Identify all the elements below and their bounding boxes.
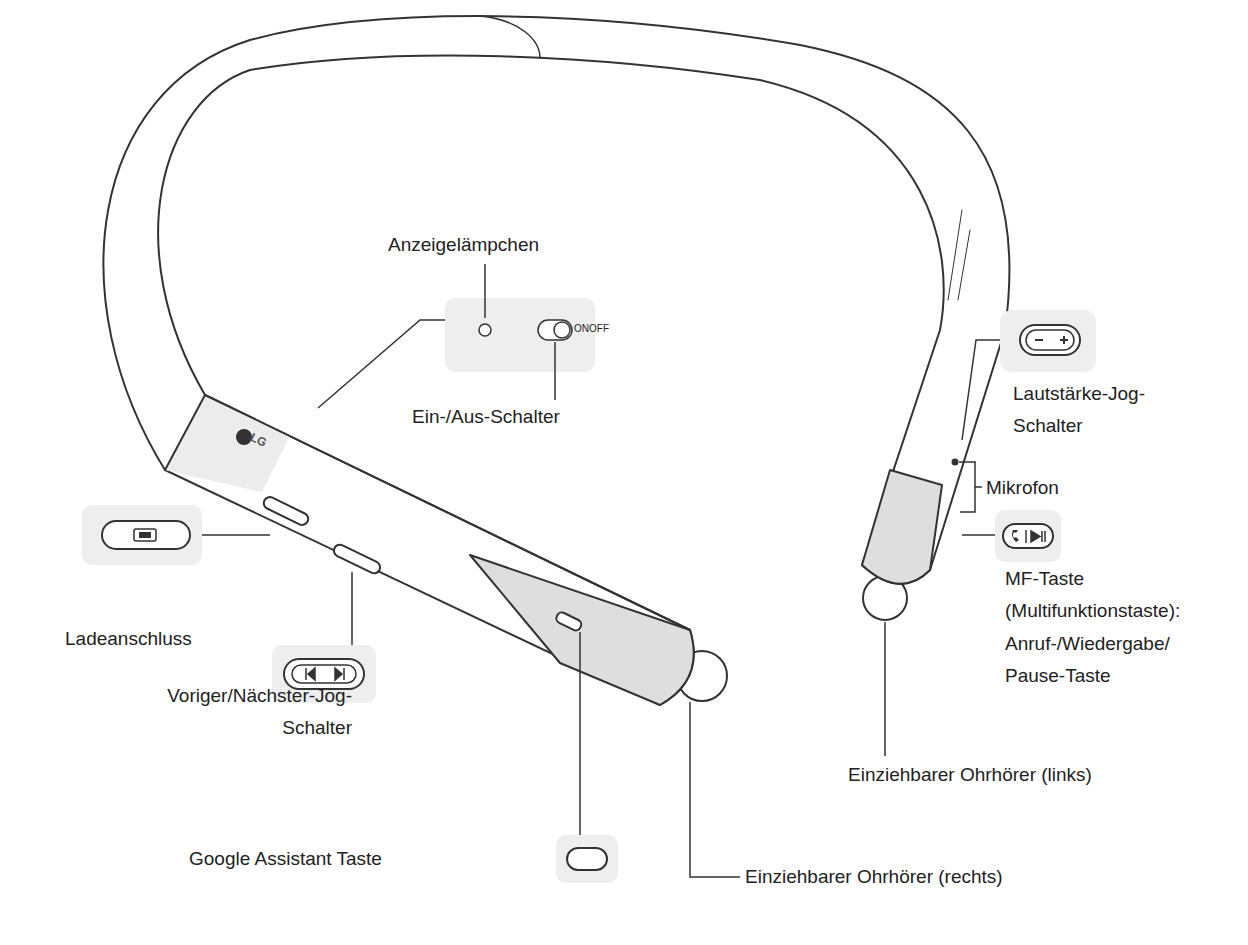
part-label: Lautstärke-Jog- Schalter (1013, 378, 1178, 443)
switch-marking: ONOFF (574, 323, 609, 336)
part-label: Mikrofon (986, 476, 1059, 500)
part-label: Anzeigelämpchen (388, 233, 539, 257)
prev-next-jog-icon (284, 659, 364, 689)
part-label: Ein-/Aus-Schalter (412, 405, 560, 429)
power-switch (538, 320, 572, 340)
part-label: Google Assistant Taste (189, 847, 382, 871)
assistant-button (555, 611, 583, 632)
part-label: Ladeanschluss (65, 627, 192, 651)
leader-lines (202, 264, 1000, 877)
jog-switch (332, 543, 382, 576)
part-label: MF-Taste (Multifunktionstaste): Anruf-/W… (1005, 563, 1230, 692)
part-label: Voriger/Nächster-Jog- Schalter (120, 680, 352, 745)
volume-jog-icon (1020, 325, 1080, 355)
assistant-button-icon (567, 848, 607, 870)
neckband (103, 16, 1009, 705)
indicator-lamp (479, 324, 491, 336)
charging-port-icon (102, 521, 190, 549)
part-label: Einziehbarer Ohrhörer (links) (848, 763, 1092, 787)
housing-end-left (862, 470, 942, 584)
microphone-hole (953, 460, 958, 465)
charging-port (262, 495, 310, 527)
part-label: Einziehbarer Ohrhörer (rechts) (745, 865, 1003, 889)
detail-insets (82, 298, 1096, 883)
mf-button-icon (1003, 524, 1053, 548)
